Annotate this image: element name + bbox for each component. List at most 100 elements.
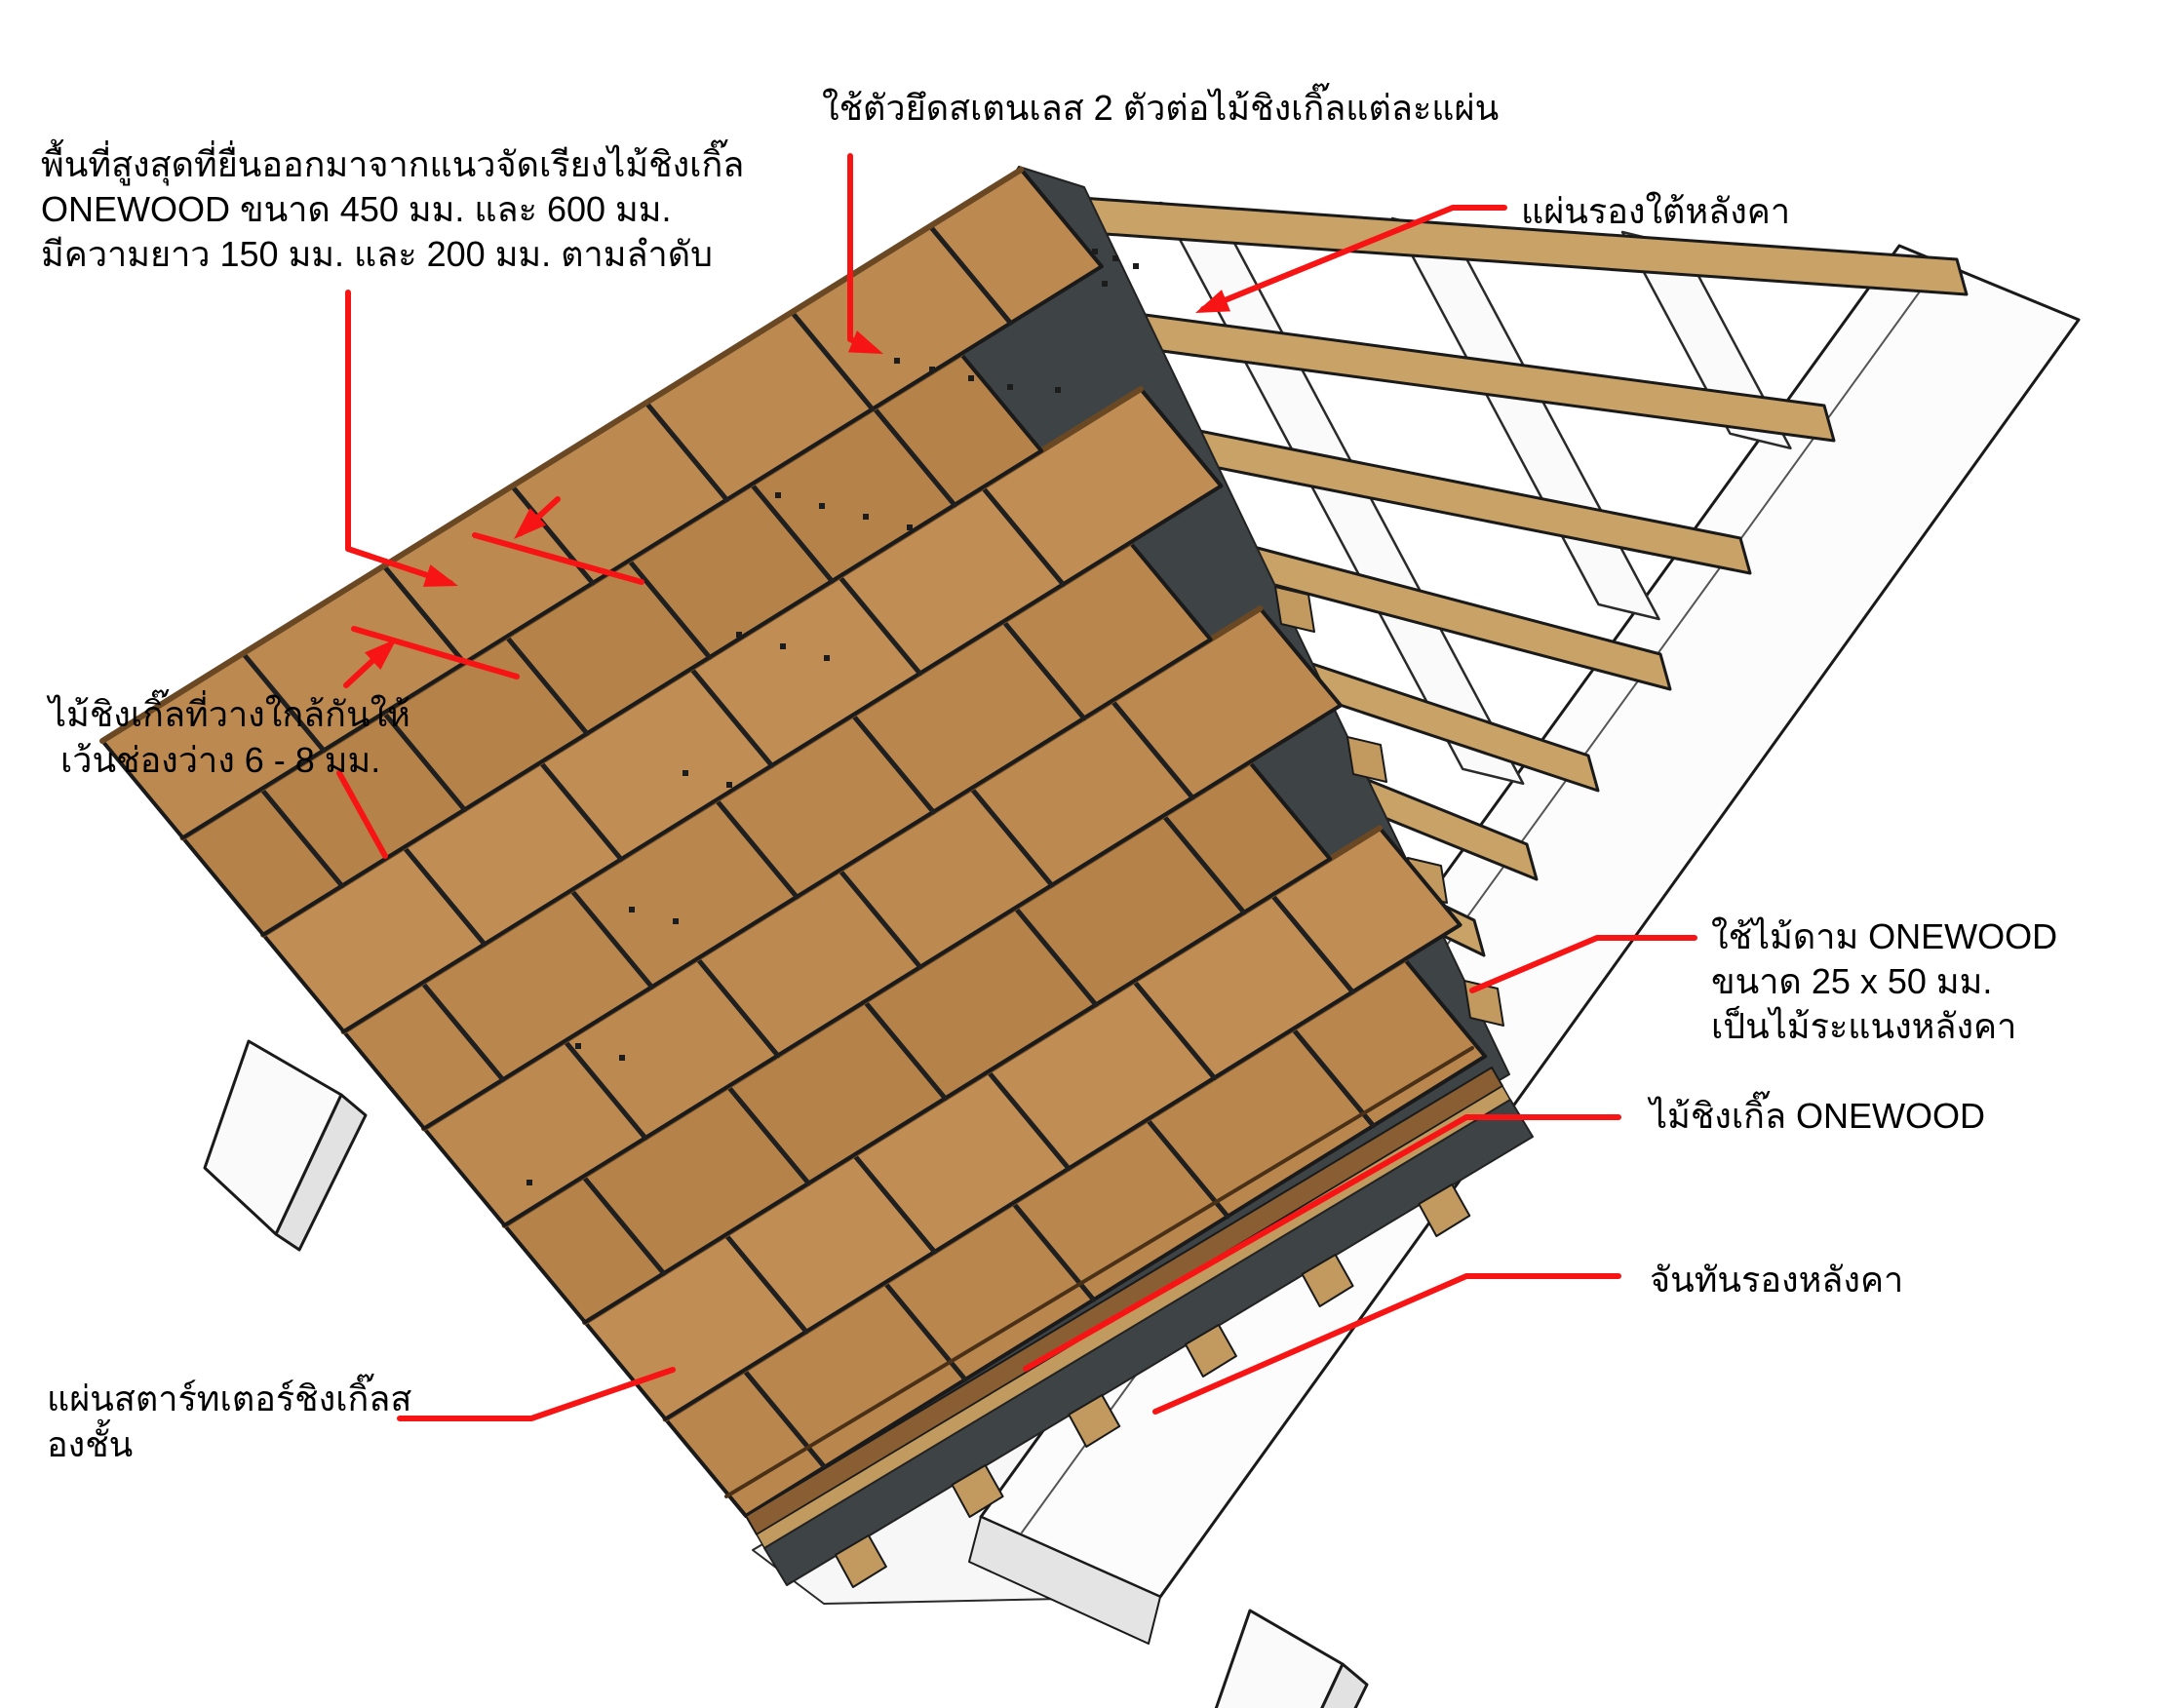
label-batten-line2: ขนาด 25 x 50 มม. (1711, 961, 1993, 1001)
shingle-gap (837, 573, 922, 677)
eave-batten-end (1418, 1184, 1471, 1237)
starter-course-line (724, 1046, 1474, 1498)
shingle-gap (644, 400, 729, 502)
leader-batten (1469, 935, 1697, 993)
fastener-dot (1102, 281, 1108, 287)
fastener-dot (780, 643, 786, 649)
fastener-dot (736, 632, 742, 638)
fastener-dot (894, 358, 900, 364)
label-gap-line1: ไม้ชิงเกิ๊ลที่วางใกล้กันให้ (49, 694, 410, 734)
fastener-dot (907, 524, 913, 530)
label-shingle: ไม้ชิงเกิ๊ล ONEWOOD (1650, 1096, 1986, 1136)
shingle-gap (1145, 1116, 1230, 1220)
fastener-dot (726, 782, 732, 788)
leader-rafter (1152, 1273, 1621, 1415)
leader-starter (397, 1367, 676, 1421)
fastener-dot (968, 375, 974, 381)
shingle-gap (1131, 978, 1217, 1081)
dim-line-a (472, 532, 644, 585)
eave-membrane-band (763, 1099, 1534, 1586)
course-lap-shadow (99, 166, 1025, 744)
eave-batten-end (1301, 1254, 1354, 1307)
batten-end (1346, 736, 1387, 783)
shingle-gap (968, 785, 1055, 888)
shingle-gap (851, 1152, 937, 1255)
shingle-gap (258, 786, 345, 889)
eave-batten-end (1068, 1394, 1121, 1448)
fastener-dot (575, 1043, 581, 1049)
fastener-dot (929, 367, 935, 372)
shingle-gap (401, 844, 488, 947)
label-max-overhang-line3: มีความยาว 150 มม. และ 200 มม. ตามลำดับ (41, 234, 713, 274)
fastener-dot (819, 503, 825, 509)
label-starter-line2: องชั้น (47, 1424, 134, 1464)
shingle-gap (580, 1174, 667, 1276)
leader-max-overhang-arrowhead (422, 564, 458, 587)
dim-arrow-b-arrowhead (364, 639, 397, 670)
shingle-gap (881, 1280, 968, 1382)
shingle-gap (568, 887, 654, 990)
shingle-gap (714, 797, 800, 900)
batten-end (1274, 586, 1315, 633)
fastener-dot (1092, 249, 1098, 254)
leader-shingle (1023, 1114, 1621, 1372)
fastener-dot (775, 492, 781, 498)
label-max-overhang-line2: ONEWOOD ขนาด 450 มม. และ 600 มม. (41, 189, 672, 229)
leader-underlayment (1200, 205, 1507, 312)
fastener-dot (1112, 255, 1118, 261)
rafter-tail-side (1320, 1662, 1369, 1708)
leader-fastener-arrowhead (847, 330, 883, 354)
shingle-gap (626, 558, 713, 660)
shingle-gap (381, 563, 467, 666)
label-max-overhang-line1: พื้นที่สูงสุดที่ยื่นออกมาจากแนวจัดเรียงไ… (41, 144, 745, 184)
leader-max-overhang (345, 290, 453, 586)
leader-underlayment-arrowhead (1195, 290, 1231, 313)
shingle-gap (749, 482, 835, 584)
shingle-gap (1290, 1026, 1377, 1129)
shingle-gap (688, 666, 774, 768)
shingle-gap (862, 998, 948, 1102)
fastener-dot (824, 655, 830, 661)
shingle-gap (562, 1038, 648, 1141)
fastener-dot (619, 1055, 625, 1061)
label-batten-line3: เป็นไม้ระแนงหลังคา (1711, 1006, 2017, 1046)
shingle-gap (240, 650, 327, 754)
shingle-gap (381, 710, 467, 812)
fastener-dot (1007, 384, 1013, 390)
shingle-gap (871, 405, 957, 508)
fascia-board-side (968, 1516, 1161, 1645)
shingle-gap (789, 309, 876, 412)
shingle-gap (850, 712, 936, 815)
fastener-dot (673, 918, 679, 924)
dim-arrow-a-arrowhead (514, 508, 547, 539)
shingle-gap (537, 759, 624, 862)
annotation-leaders (336, 153, 1697, 1421)
shingle-gap (725, 1083, 811, 1186)
fastener-dot (1133, 263, 1139, 269)
shingle-gap (985, 1068, 1072, 1171)
label-rafter: จันทันรองหลังคา (1650, 1260, 1904, 1300)
eave-batten-end (951, 1464, 1004, 1518)
rafter-tail-side (274, 1093, 368, 1252)
dim-line-b (351, 626, 520, 679)
label-starter-line1: แผ่นสตาร์ทเตอร์ชิงเกิ๊ลส (47, 1378, 412, 1418)
shingle-gap (980, 485, 1066, 587)
eave-batten-end (834, 1534, 887, 1588)
leader-gap (336, 770, 388, 859)
label-fastener: ใช้ตัวยึดสเตนเลส 2 ตัวต่อไม้ชิงเกิ๊ลแต่ล… (822, 88, 1500, 128)
fastener-dot (1055, 387, 1061, 393)
rafter (1390, 216, 1660, 621)
rafter-tail (1214, 1609, 1345, 1708)
fastener-dot (863, 514, 869, 520)
shingle-gap (741, 1367, 828, 1470)
shingle-gap (1000, 618, 1087, 721)
shingle-gap (503, 634, 590, 736)
shingle-gap (927, 223, 1013, 326)
label-batten-line1: ใช้ไม้ดาม ONEWOOD (1711, 916, 2058, 956)
fastener-dot (526, 1180, 532, 1185)
shingle-gap (1160, 813, 1247, 915)
shingle-gap (1012, 905, 1099, 1007)
shingle-gap (837, 867, 923, 970)
